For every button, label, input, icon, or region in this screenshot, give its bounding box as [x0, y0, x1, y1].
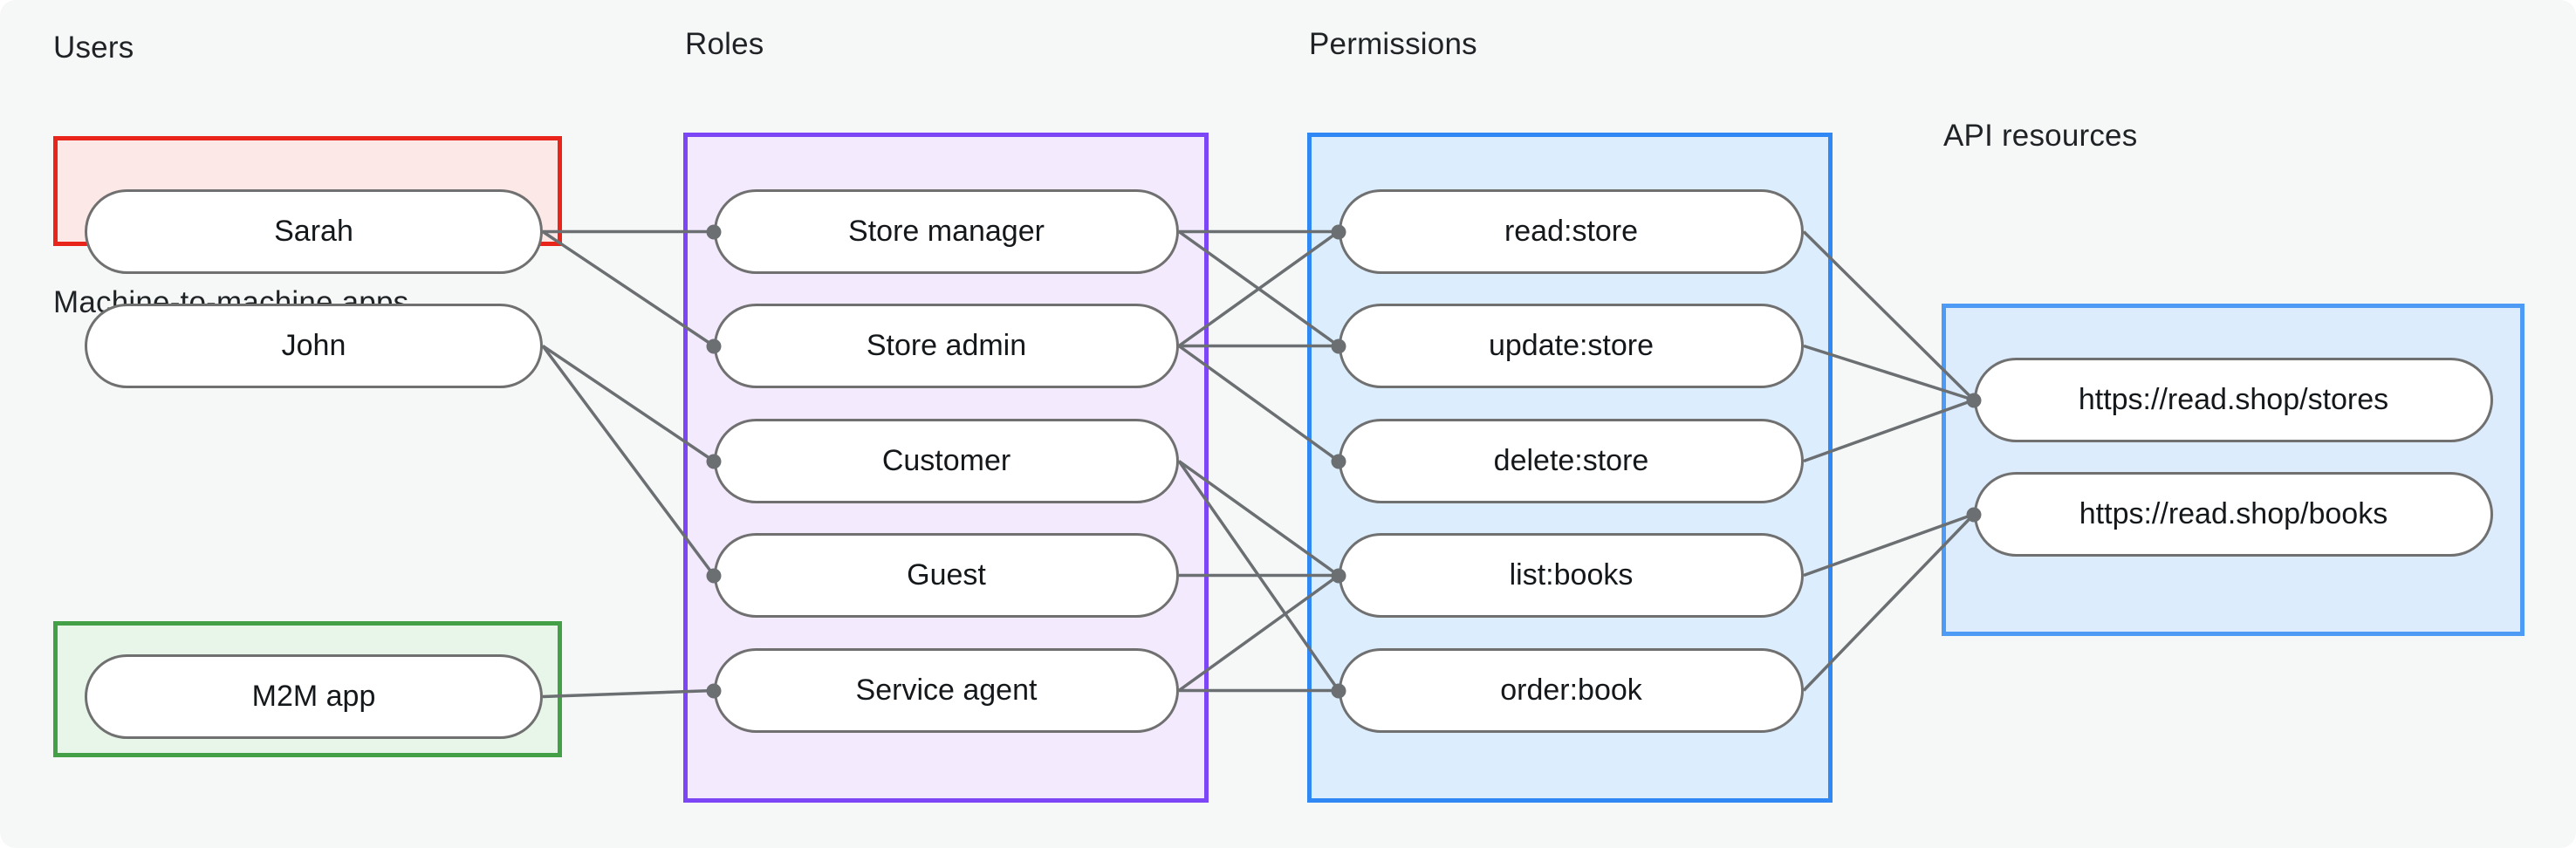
node-list-books[interactable]: list:books [1339, 533, 1804, 618]
node-label-john: John [281, 329, 346, 362]
connector-port-res-books [1966, 507, 1982, 522]
node-label-read-store: read:store [1504, 215, 1639, 248]
connector-port-update-store [1331, 339, 1346, 353]
node-label-store-manager: Store manager [848, 215, 1045, 248]
group-title-users: Users [53, 31, 134, 65]
node-sarah[interactable]: Sarah [85, 189, 543, 274]
connector-port-list-books [1331, 568, 1346, 583]
connector-port-read-store [1331, 224, 1346, 239]
node-store-manager[interactable]: Store manager [714, 189, 1179, 274]
node-order-book[interactable]: order:book [1339, 648, 1804, 733]
node-label-delete-store: delete:store [1493, 444, 1649, 477]
node-label-res-books: https://read.shop/books [2079, 497, 2388, 530]
node-res-stores[interactable]: https://read.shop/stores [1974, 358, 2493, 442]
connector-port-store-admin [706, 339, 722, 353]
node-customer[interactable]: Customer [714, 419, 1179, 503]
node-delete-store[interactable]: delete:store [1339, 419, 1804, 503]
node-store-admin[interactable]: Store admin [714, 304, 1179, 388]
node-label-store-admin: Store admin [866, 329, 1027, 362]
group-box-api-resources [1942, 304, 2525, 636]
node-label-customer: Customer [881, 444, 1011, 477]
connector-port-delete-store [1331, 454, 1346, 468]
node-label-res-stores: https://read.shop/stores [2078, 383, 2389, 416]
node-label-m2m-app: M2M app [251, 680, 376, 713]
node-label-list-books: list:books [1509, 558, 1634, 592]
group-title-roles: Roles [685, 27, 764, 61]
node-label-service-agent: Service agent [855, 674, 1038, 707]
connector-port-customer [706, 454, 722, 468]
group-title-permissions: Permissions [1309, 27, 1477, 61]
connector-port-service-agent [706, 683, 722, 698]
connector-port-guest [706, 568, 722, 583]
node-label-update-store: update:store [1488, 329, 1655, 362]
node-label-order-book: order:book [1500, 674, 1642, 707]
node-john[interactable]: John [85, 304, 543, 388]
connector-port-store-manager [706, 224, 722, 239]
node-label-guest: Guest [907, 558, 986, 592]
node-res-books[interactable]: https://read.shop/books [1974, 472, 2493, 557]
node-read-store[interactable]: read:store [1339, 189, 1804, 274]
node-guest[interactable]: Guest [714, 533, 1179, 618]
node-m2m-app[interactable]: M2M app [85, 654, 543, 739]
connector-port-res-stores [1966, 393, 1982, 407]
node-label-sarah: Sarah [274, 215, 353, 248]
group-title-api-resources: API resources [1943, 119, 2138, 153]
connector-port-order-book [1331, 683, 1346, 698]
node-update-store[interactable]: update:store [1339, 304, 1804, 388]
node-service-agent[interactable]: Service agent [714, 648, 1179, 733]
